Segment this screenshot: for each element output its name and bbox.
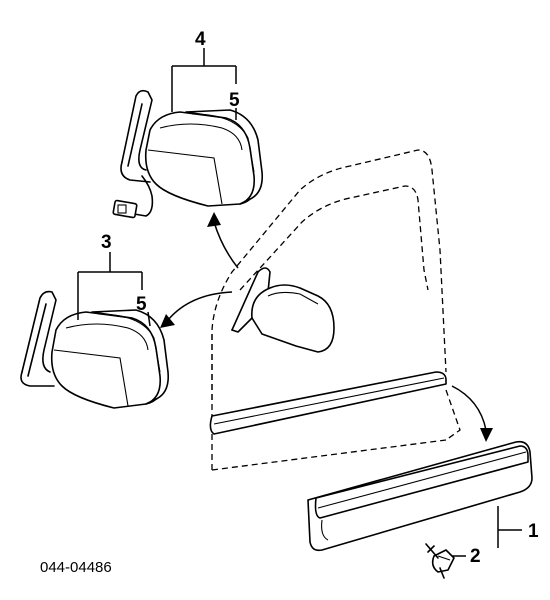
- callout-part5-lower: 5: [136, 294, 147, 315]
- side-molding-part: [307, 440, 533, 552]
- arrow-to-upper-mirror: [207, 212, 239, 269]
- callout-part5-upper: 5: [229, 90, 240, 111]
- arrow-to-lower-mirror: [160, 291, 233, 328]
- mirror-assembly-upper: [112, 89, 264, 219]
- callout-part2: 2: [470, 546, 481, 567]
- diagram-code: 044-04486: [40, 559, 112, 576]
- clip-fastener: [425, 543, 455, 579]
- arrow-to-molding: [451, 385, 493, 442]
- callout-part3: 3: [101, 232, 112, 253]
- callout-part1: 1: [528, 521, 539, 542]
- leader-part3: [77, 252, 151, 327]
- leader-part1: [497, 506, 522, 548]
- door-mounted-mirror: [231, 267, 335, 353]
- door-molding-strip: [209, 371, 447, 435]
- leader-part4: [171, 48, 237, 120]
- door-outline: [211, 149, 461, 471]
- callout-part4: 4: [195, 29, 206, 50]
- mirror-assembly-lower: [20, 290, 170, 409]
